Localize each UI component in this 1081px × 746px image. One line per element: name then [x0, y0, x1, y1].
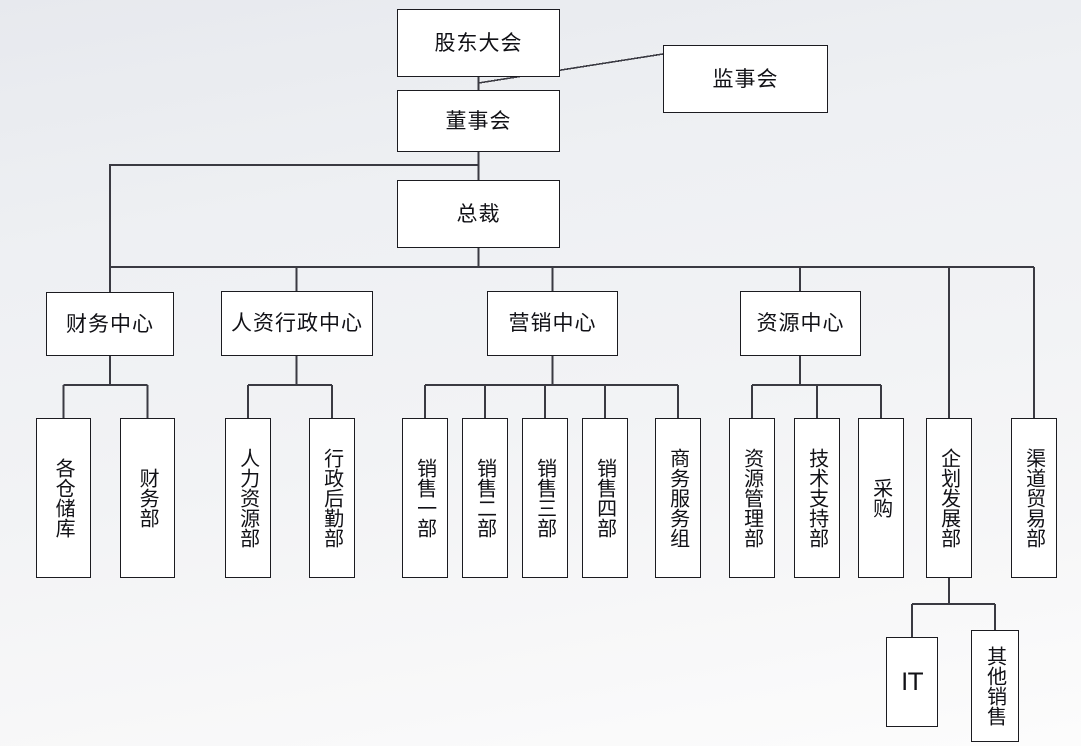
org-node-label: 人资行政中心 [231, 311, 363, 336]
org-node-purchasing[interactable]: 采购 [858, 418, 904, 578]
org-node-label: 技术支持部 [805, 448, 830, 548]
org-node-label: 总裁 [456, 201, 501, 226]
org-node-label: IT [901, 667, 923, 696]
org-node-label: 股东大会 [434, 30, 523, 55]
org-node-label: 营销中心 [508, 311, 597, 336]
org-node-hr-dept[interactable]: 人力资源部 [225, 418, 271, 578]
org-node-label: 销售二部 [473, 458, 498, 538]
org-node-admin-dept[interactable]: 行政后勤部 [309, 418, 355, 578]
org-node-it[interactable]: IT [886, 637, 938, 727]
org-node-sales-2[interactable]: 销售二部 [462, 418, 508, 578]
org-node-planning-dev[interactable]: 企划发展部 [926, 418, 972, 578]
org-node-resource-mgmt[interactable]: 资源管理部 [729, 418, 775, 578]
org-node-label: 董事会 [445, 108, 512, 133]
org-node-label: 资源管理部 [740, 448, 765, 548]
org-node-label: 各仓储库 [52, 458, 77, 538]
org-node-label: 行政后勤部 [320, 448, 345, 548]
org-node-finance-dept[interactable]: 财务部 [120, 418, 175, 578]
org-node-label: 其他销售 [983, 646, 1008, 726]
org-node-shareholders[interactable]: 股东大会 [397, 9, 560, 77]
org-node-resource-center[interactable]: 资源中心 [740, 291, 861, 356]
org-node-label: 财务中心 [66, 311, 154, 336]
org-node-president[interactable]: 总裁 [397, 180, 560, 248]
org-node-other-sales[interactable]: 其他销售 [971, 630, 1019, 742]
org-node-supervisors[interactable]: 监事会 [663, 45, 828, 113]
org-node-warehouses[interactable]: 各仓储库 [36, 418, 91, 578]
org-node-label: 监事会 [712, 66, 779, 91]
org-node-sales-1[interactable]: 销售一部 [402, 418, 448, 578]
org-node-channel-trade[interactable]: 渠道贸易部 [1011, 418, 1057, 578]
org-node-label: 采购 [869, 478, 894, 518]
org-node-business-svc[interactable]: 商务服务组 [655, 418, 701, 578]
org-node-tech-support[interactable]: 技术支持部 [794, 418, 840, 578]
org-node-marketing-center[interactable]: 营销中心 [487, 291, 618, 356]
org-node-finance-center[interactable]: 财务中心 [46, 292, 174, 356]
org-node-sales-3[interactable]: 销售三部 [522, 418, 568, 578]
org-node-label: 商务服务组 [666, 448, 691, 548]
org-node-label: 企划发展部 [937, 448, 962, 548]
org-node-label: 销售三部 [533, 458, 558, 538]
org-node-sales-4[interactable]: 销售四部 [582, 418, 628, 578]
org-node-hr-center[interactable]: 人资行政中心 [221, 291, 373, 356]
org-node-label: 资源中心 [756, 311, 845, 336]
org-node-board[interactable]: 董事会 [397, 90, 560, 152]
org-node-label: 销售四部 [593, 458, 618, 538]
org-node-label: 销售一部 [413, 458, 438, 538]
org-node-label: 渠道贸易部 [1022, 448, 1047, 548]
org-node-label: 人力资源部 [236, 448, 261, 548]
org-node-label: 财务部 [136, 468, 161, 528]
